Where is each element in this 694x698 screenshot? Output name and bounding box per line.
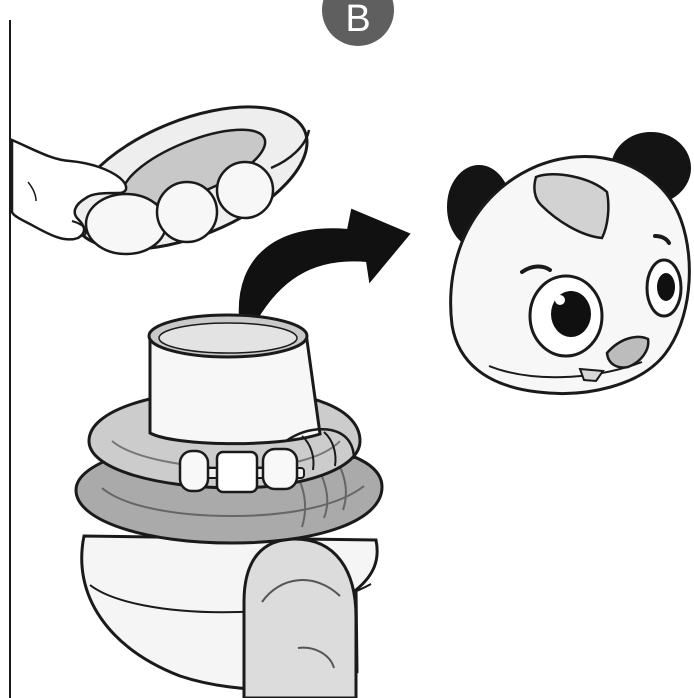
curved-arrow-icon: [240, 210, 409, 320]
stacking-base-icon: [76, 315, 382, 698]
panda-head-icon: [448, 133, 690, 393]
